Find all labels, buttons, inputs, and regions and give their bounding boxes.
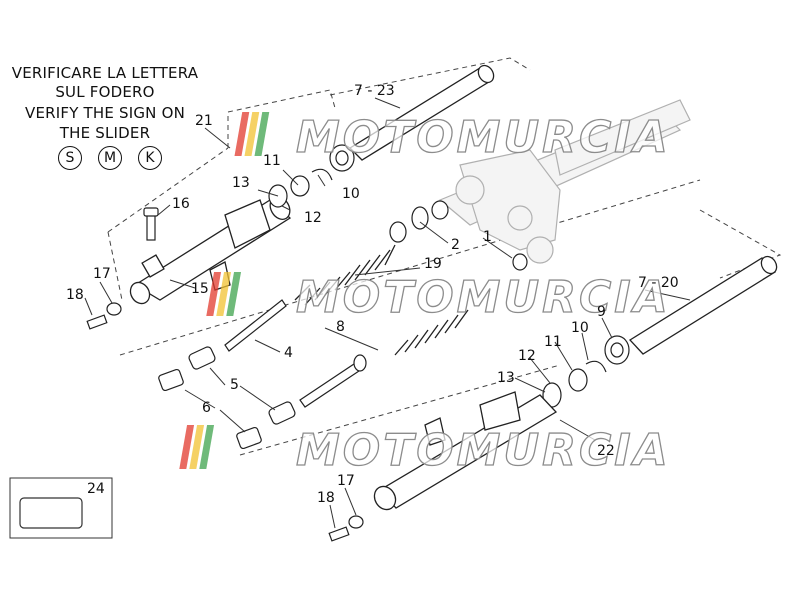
label-5: 5 — [230, 377, 239, 393]
label-6: 6 — [202, 400, 211, 416]
seal-parts-upper — [268, 144, 528, 271]
label-18-lower: 18 — [317, 490, 335, 506]
label-19: 19 — [424, 256, 442, 272]
size-badge-s: S — [58, 146, 82, 170]
seal-parts-lower — [542, 335, 630, 408]
label-10-lower: 10 — [571, 320, 589, 336]
label-12-upper: 12 — [304, 210, 322, 226]
watermark-text-top: MOTOMURCIA — [296, 112, 671, 163]
label-13-upper: 13 — [232, 175, 250, 191]
label-12-lower: 12 — [518, 348, 536, 364]
damper-rod-4 — [224, 299, 367, 408]
parts-5-6 — [158, 346, 296, 450]
label-1: 1 — [483, 229, 492, 245]
watermark-text-bottom: MOTOMURCIA — [296, 425, 671, 476]
size-badge-m: M — [98, 146, 122, 170]
watermark: MOTOMURCIA MOTOMURCIA MOTOMURCIA — [179, 111, 671, 477]
spring-8 — [394, 309, 469, 356]
label-11-upper: 11 — [263, 153, 281, 169]
slider-right — [373, 391, 558, 511]
fork-tube-upper — [348, 64, 495, 161]
label-21: 21 — [195, 113, 213, 129]
leader-lines — [84, 97, 691, 529]
watermark-stripes — [179, 112, 270, 469]
label-7-23: 7 - 23 — [354, 83, 395, 99]
note-line-3: VERIFY THE SIGN ON — [24, 104, 186, 122]
part-labels: 7 - 23 21 11 10 13 12 16 2 1 17 18 15 19… — [66, 83, 679, 506]
label-10-upper: 10 — [342, 186, 360, 202]
label-7-20: 7 - 20 — [638, 275, 679, 291]
label-9: 9 — [597, 304, 606, 320]
label-22: 22 — [597, 443, 615, 459]
steering-stem — [438, 99, 691, 264]
part-24-label-card — [9, 477, 113, 539]
label-4: 4 — [284, 345, 293, 361]
size-badge-k: K — [138, 146, 162, 170]
label-13-lower: 13 — [497, 370, 515, 386]
bolt-16 — [143, 207, 159, 241]
note-line-4: THE SLIDER — [59, 124, 151, 142]
label-24: 24 — [87, 481, 105, 497]
bolt-18-lower — [328, 515, 364, 542]
label-11-lower: 11 — [544, 334, 562, 350]
note-line-1: VERIFICARE LA LETTERA — [11, 64, 199, 82]
size-badges: S M K — [58, 146, 162, 172]
label-16: 16 — [172, 196, 190, 212]
spring-19 — [294, 244, 396, 306]
label-2: 2 — [451, 237, 460, 253]
label-17-upper: 17 — [93, 266, 111, 282]
note-line-2: SUL FODERO — [55, 83, 155, 101]
label-18-upper: 18 — [66, 287, 84, 303]
fork-tube-lower — [628, 255, 778, 355]
group-outline-21 — [107, 57, 782, 456]
label-17-lower: 17 — [337, 473, 355, 489]
label-15: 15 — [191, 281, 209, 297]
label-8: 8 — [336, 319, 345, 335]
watermark-text-middle: MOTOMURCIA — [296, 272, 671, 323]
bolt-18-upper — [86, 302, 122, 330]
